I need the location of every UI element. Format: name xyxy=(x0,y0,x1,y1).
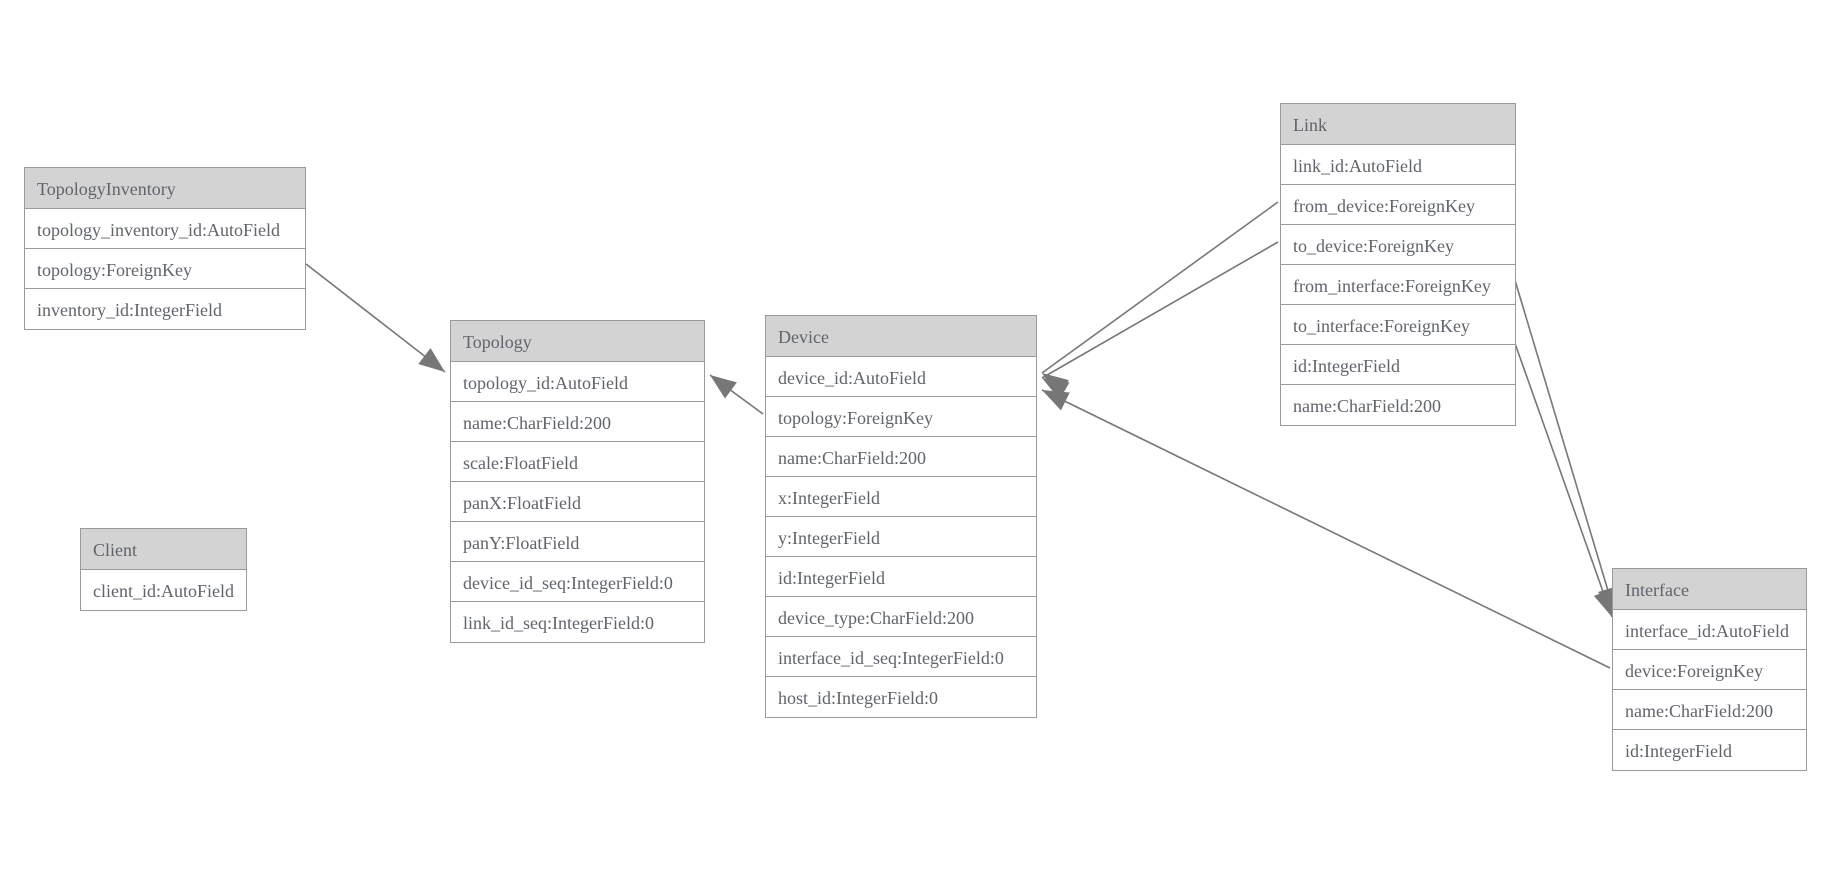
entity-field[interactable]: scale:FloatField xyxy=(451,442,704,482)
entity-field[interactable]: device_id_seq:IntegerField:0 xyxy=(451,562,704,602)
entity-title-interface: Interface xyxy=(1613,569,1806,610)
entity-field[interactable]: id:IntegerField xyxy=(766,557,1036,597)
rel-link-to-device xyxy=(1041,241,1279,400)
relationship-arrowhead-icon xyxy=(1042,373,1069,397)
rel-link-from-device xyxy=(1041,201,1279,397)
rel-link-from-interface xyxy=(1513,276,1618,615)
entity-title-link: Link xyxy=(1281,104,1515,145)
rel-link-to-interface xyxy=(1505,317,1613,618)
entity-field[interactable]: name:CharField:200 xyxy=(1281,385,1515,425)
entity-title-topologyinventory: TopologyInventory xyxy=(25,168,305,209)
entity-title-device: Device xyxy=(766,316,1036,357)
entity-field[interactable]: id:IntegerField xyxy=(1281,345,1515,385)
entity-field[interactable]: device:ForeignKey xyxy=(1613,650,1806,690)
entity-field[interactable]: to_interface:ForeignKey xyxy=(1281,305,1515,345)
rel-topologyinventory-topology xyxy=(305,263,446,373)
entity-field[interactable]: host_id:IntegerField:0 xyxy=(766,677,1036,717)
relationship-line xyxy=(305,263,446,373)
entity-field[interactable]: interface_id_seq:IntegerField:0 xyxy=(766,637,1036,677)
entity-field[interactable]: device_type:CharField:200 xyxy=(766,597,1036,637)
rel-device-topology xyxy=(709,374,764,415)
relationship-line xyxy=(1041,241,1279,379)
entity-field[interactable]: to_device:ForeignKey xyxy=(1281,225,1515,265)
relationship-arrowhead-icon xyxy=(1042,378,1070,400)
entity-field[interactable]: panX:FloatField xyxy=(451,482,704,522)
entity-field[interactable]: panY:FloatField xyxy=(451,522,704,562)
entity-field[interactable]: x:IntegerField xyxy=(766,477,1036,517)
relationship-line xyxy=(1505,317,1613,618)
entity-field[interactable]: from_interface:ForeignKey xyxy=(1281,265,1515,305)
relationship-line xyxy=(1041,201,1279,374)
entity-field[interactable]: id:IntegerField xyxy=(1613,730,1806,770)
relationship-arrowhead-icon xyxy=(710,375,737,399)
entity-field[interactable]: topology:ForeignKey xyxy=(766,397,1036,437)
entity-field[interactable]: link_id:AutoField xyxy=(1281,145,1515,185)
entity-field[interactable]: name:CharField:200 xyxy=(451,402,704,442)
entity-title-client: Client xyxy=(81,529,246,570)
entity-field[interactable]: topology_inventory_id:AutoField xyxy=(25,209,305,249)
entity-field[interactable]: topology_id:AutoField xyxy=(451,362,704,402)
entity-field[interactable]: topology:ForeignKey xyxy=(25,249,305,289)
relationship-line xyxy=(1513,276,1616,615)
relationship-arrowhead-icon xyxy=(418,348,445,372)
entity-field[interactable]: client_id:AutoField xyxy=(81,570,246,610)
entity-field[interactable]: name:CharField:200 xyxy=(766,437,1036,477)
relationship-arrowhead-icon xyxy=(1042,390,1070,411)
entity-field[interactable]: from_device:ForeignKey xyxy=(1281,185,1515,225)
relationship-line xyxy=(1041,389,1611,669)
entity-field[interactable]: inventory_id:IntegerField xyxy=(25,289,305,329)
entity-field[interactable]: y:IntegerField xyxy=(766,517,1036,557)
entity-title-topology: Topology xyxy=(451,321,704,362)
entity-field[interactable]: device_id:AutoField xyxy=(766,357,1036,397)
entity-field[interactable]: interface_id:AutoField xyxy=(1613,610,1806,650)
entity-field[interactable]: link_id_seq:IntegerField:0 xyxy=(451,602,704,642)
entity-field[interactable]: name:CharField:200 xyxy=(1613,690,1806,730)
relationship-line xyxy=(709,374,764,415)
